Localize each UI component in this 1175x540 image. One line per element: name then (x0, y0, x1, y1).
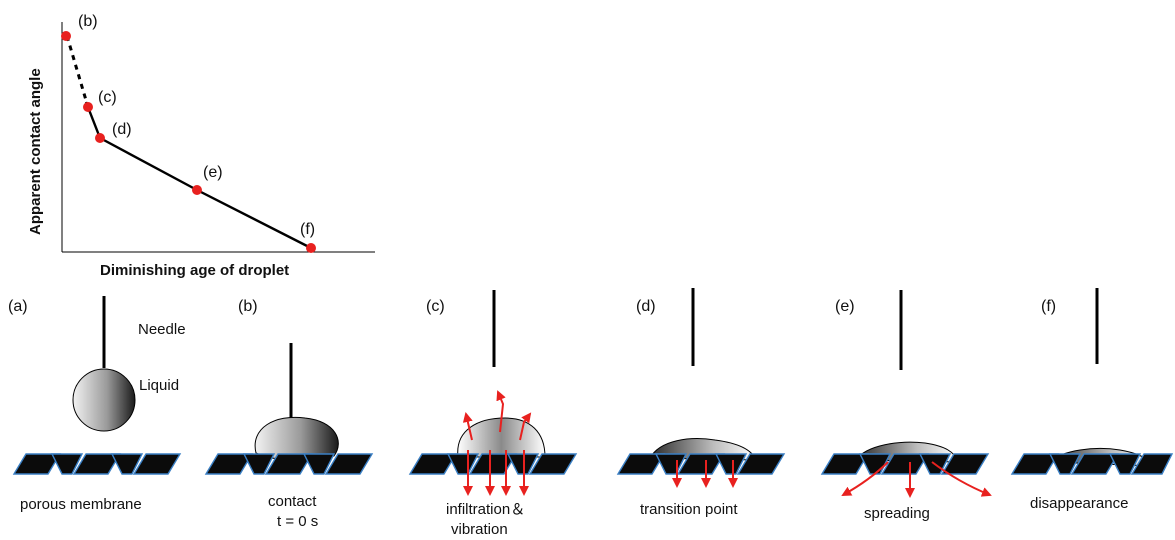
porous-membrane (820, 453, 990, 475)
panel-c: (c) infiltration＆ vibration (408, 290, 578, 538)
caption-f-line1: disappearance (1030, 495, 1128, 512)
y-axis-title: Apparent contact angle (27, 68, 44, 235)
linear-segment (99, 136, 312, 250)
caption-d-line1: transition point (640, 501, 738, 518)
contact-angle-graph: (b) (c) (d) (e) (f) Apparent contact ang… (27, 13, 375, 279)
panel-b: (b) contact t = 0 s (204, 298, 374, 530)
panel-label-c: (c) (426, 298, 445, 315)
porous-membrane (616, 453, 786, 475)
panel-e: (e) spreading (820, 290, 992, 522)
panel-label-e: (e) (835, 298, 855, 315)
needle-label: Needle (138, 321, 186, 338)
x-axis-title: Diminishing age of droplet (100, 262, 289, 279)
panel-label-f: (f) (1041, 298, 1056, 315)
dashed-segment (65, 35, 90, 108)
point-label-e: (e) (203, 164, 223, 181)
caption-b-line1: contact (268, 493, 317, 510)
point-e (192, 185, 202, 195)
vibration-arrows (462, 390, 532, 441)
spreading-arrows (841, 461, 992, 498)
porous-membrane (1010, 453, 1174, 475)
point-label-f: (f) (300, 221, 315, 238)
point-label-d: (d) (112, 121, 132, 138)
panel-a: (a) Needle Liquid porous membrane (8, 296, 186, 513)
caption-c-line2: vibration (451, 521, 508, 538)
panel-label-b: (b) (238, 298, 258, 315)
point-f (306, 243, 316, 253)
point-label-c: (c) (98, 89, 117, 106)
porous-membrane (408, 453, 578, 475)
liquid-droplet (72, 368, 136, 432)
point-c (83, 102, 93, 112)
point-d (95, 133, 105, 143)
panel-label-d: (d) (636, 298, 656, 315)
caption-a-line1: porous membrane (20, 496, 142, 513)
infiltration-arrows (463, 450, 529, 496)
panel-d: (d) transition point (616, 288, 786, 518)
infiltration-arrows (672, 460, 738, 488)
porous-membrane (204, 453, 374, 475)
point-label-b: (b) (78, 13, 98, 30)
caption-b-line2: t = 0 s (277, 513, 318, 530)
panel-f: (f) disappearance (1010, 288, 1174, 512)
caption-e-line1: spreading (864, 505, 930, 522)
liquid-label: Liquid (139, 377, 179, 394)
point-b (61, 31, 71, 41)
panel-label-a: (a) (8, 298, 28, 315)
porous-membrane (12, 453, 182, 475)
caption-c-line1: infiltration＆ (446, 501, 525, 518)
